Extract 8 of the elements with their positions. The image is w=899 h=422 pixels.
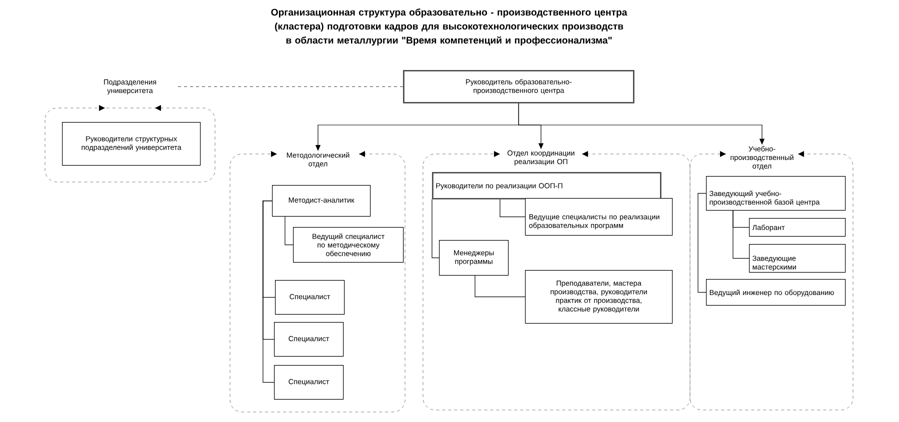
connector-line [284,216,294,246]
connector-line [474,275,526,298]
connector-line [732,210,750,259]
connector-line [432,199,440,258]
connector-line [698,193,706,293]
connector-line [262,200,274,383]
connector-line [500,199,526,218]
title: Организационная структура образовательно - производственного центра (кластера) подготовки кадров для высокотехнологических производств в области металлургии "Время компетенций и профессионализма" [271,8,628,46]
